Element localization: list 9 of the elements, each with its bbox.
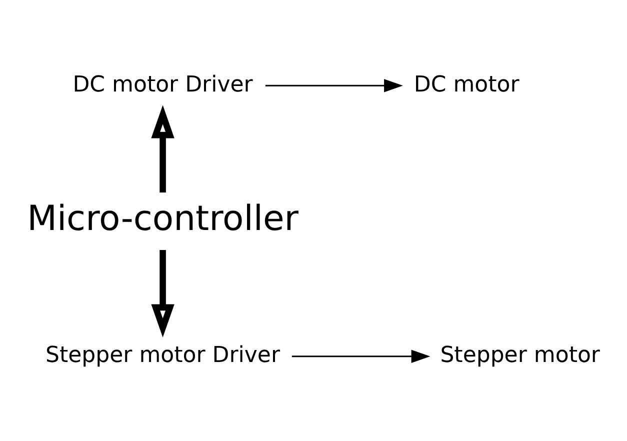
arrow xyxy=(265,78,403,92)
node-text: Micro-controller xyxy=(27,198,298,238)
arrow xyxy=(151,249,174,337)
node-text: Stepper motor xyxy=(440,342,600,368)
node-text: DC motor Driver xyxy=(72,72,253,97)
node-text: DC motor xyxy=(414,72,520,97)
node-text: Stepper motor Driver xyxy=(46,342,280,368)
arrow xyxy=(292,349,430,362)
arrow xyxy=(151,104,174,192)
